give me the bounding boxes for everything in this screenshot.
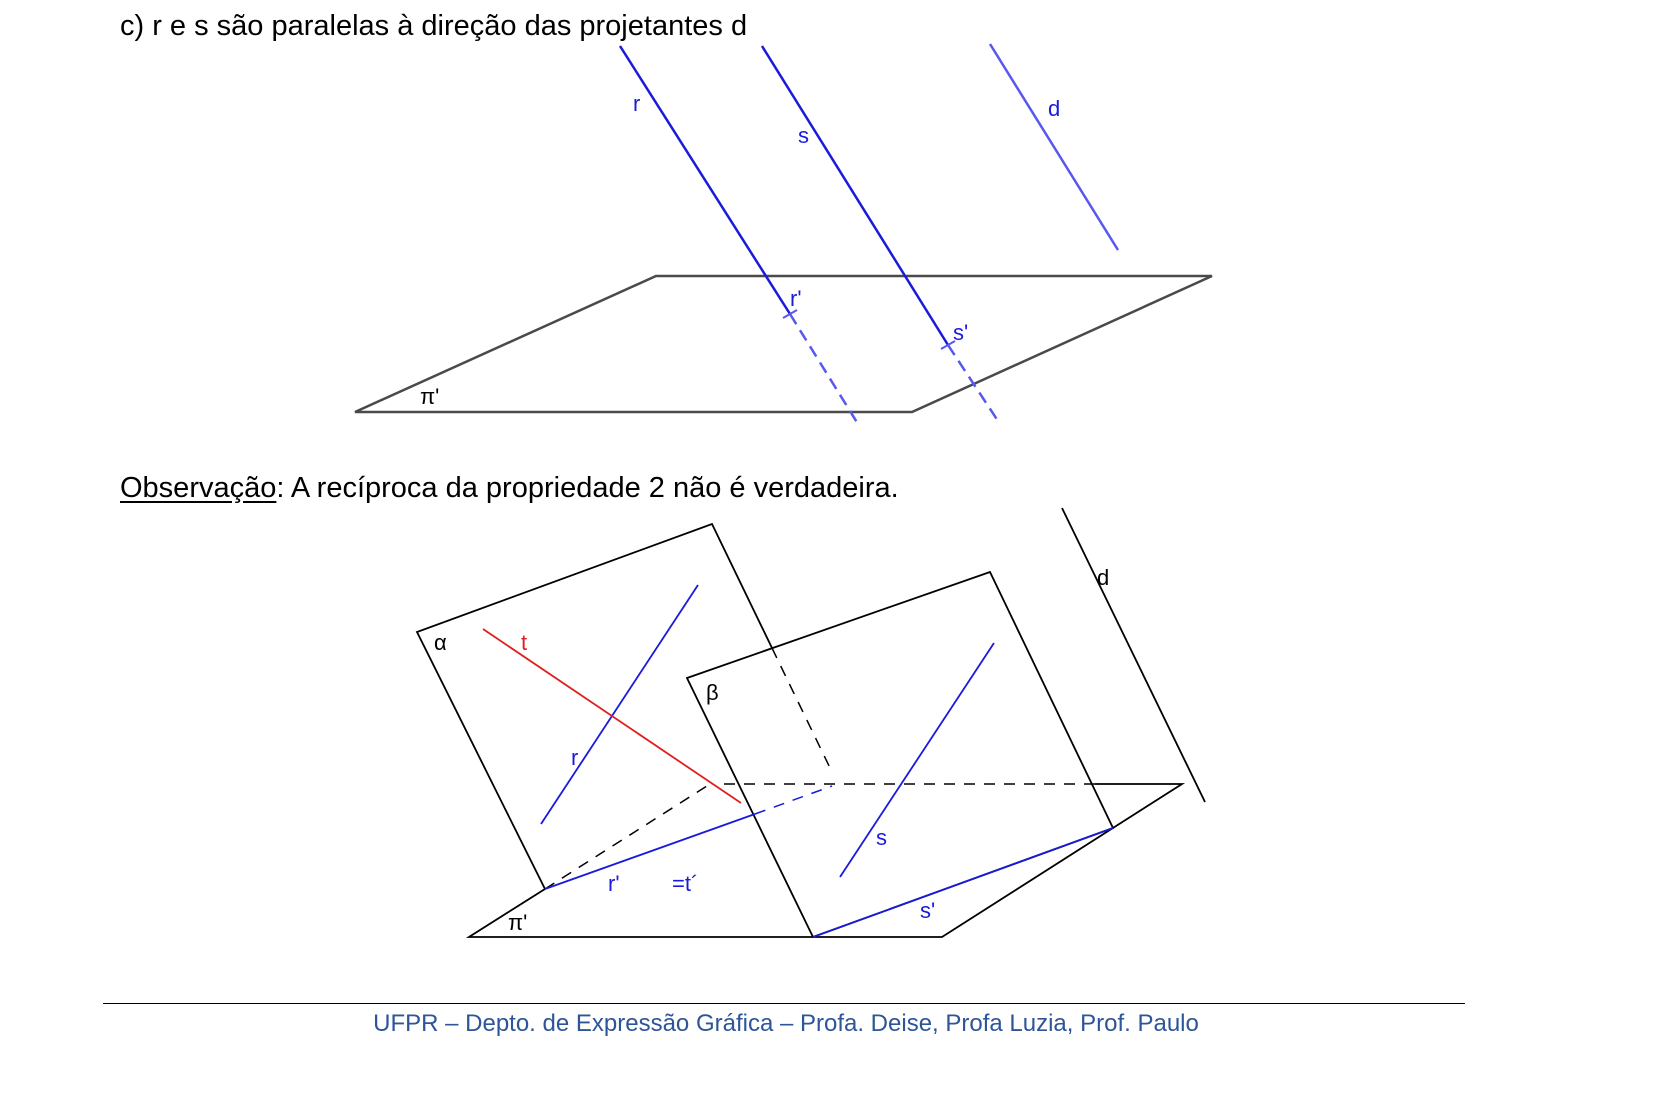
plane-pi-outline bbox=[354, 274, 1213, 414]
line-r-proj bbox=[544, 813, 756, 890]
label-s: s bbox=[876, 825, 887, 850]
label-t: t bbox=[521, 630, 527, 655]
line-s bbox=[839, 642, 995, 878]
label-r: r bbox=[571, 745, 578, 770]
plane-alpha-outline bbox=[415, 522, 773, 890]
figure-reciprocal-counterexample: α β t r s d r' =t´ s' π' bbox=[415, 507, 1206, 939]
label-s-proj: s' bbox=[953, 320, 968, 345]
plane-pi-outline-front bbox=[465, 783, 1186, 938]
line-s-hidden bbox=[946, 344, 1002, 425]
line-s bbox=[760, 45, 950, 346]
plane-beta-outline bbox=[685, 570, 1115, 939]
line-d bbox=[1061, 507, 1206, 803]
section-heading: c) r e s são paralelas à direção das pro… bbox=[120, 10, 748, 42]
observation-lead: Observação bbox=[120, 472, 277, 504]
label-r-proj: r' bbox=[790, 286, 802, 311]
marker-s-proj bbox=[940, 340, 956, 350]
label-alpha: α bbox=[434, 630, 447, 655]
line-r bbox=[618, 45, 792, 315]
label-d: d bbox=[1097, 565, 1109, 590]
label-r: r bbox=[633, 91, 640, 116]
label-plane-pi: π' bbox=[420, 384, 439, 409]
line-d bbox=[988, 43, 1120, 251]
line-s-proj bbox=[812, 827, 1114, 938]
hidden-edge-alpha-right bbox=[771, 647, 833, 773]
label-t-proj: =t´ bbox=[672, 871, 698, 896]
label-plane-pi: π' bbox=[508, 910, 527, 935]
line-t bbox=[482, 628, 742, 804]
label-beta: β bbox=[706, 680, 719, 705]
figure-parallel-projectants: r s d r' s' π' bbox=[354, 43, 1213, 425]
line-r-hidden bbox=[788, 313, 860, 425]
label-r-proj: r' bbox=[608, 871, 620, 896]
observation-note: Observação: A recíproca da propriedade 2… bbox=[120, 468, 899, 508]
marker-r-proj bbox=[782, 309, 798, 319]
footer-credits: UFPR – Depto. de Expressão Gráfica – Pro… bbox=[373, 1010, 1199, 1037]
label-s-proj: s' bbox=[920, 898, 935, 923]
footer-divider bbox=[103, 1003, 1465, 1004]
line-r-proj-hidden bbox=[754, 785, 833, 815]
hidden-edge-alpha-pi bbox=[544, 783, 711, 890]
line-r bbox=[540, 584, 699, 825]
label-d: d bbox=[1048, 96, 1060, 121]
label-s: s bbox=[798, 123, 809, 148]
observation-text: : A recíproca da propriedade 2 não é ver… bbox=[276, 472, 899, 504]
